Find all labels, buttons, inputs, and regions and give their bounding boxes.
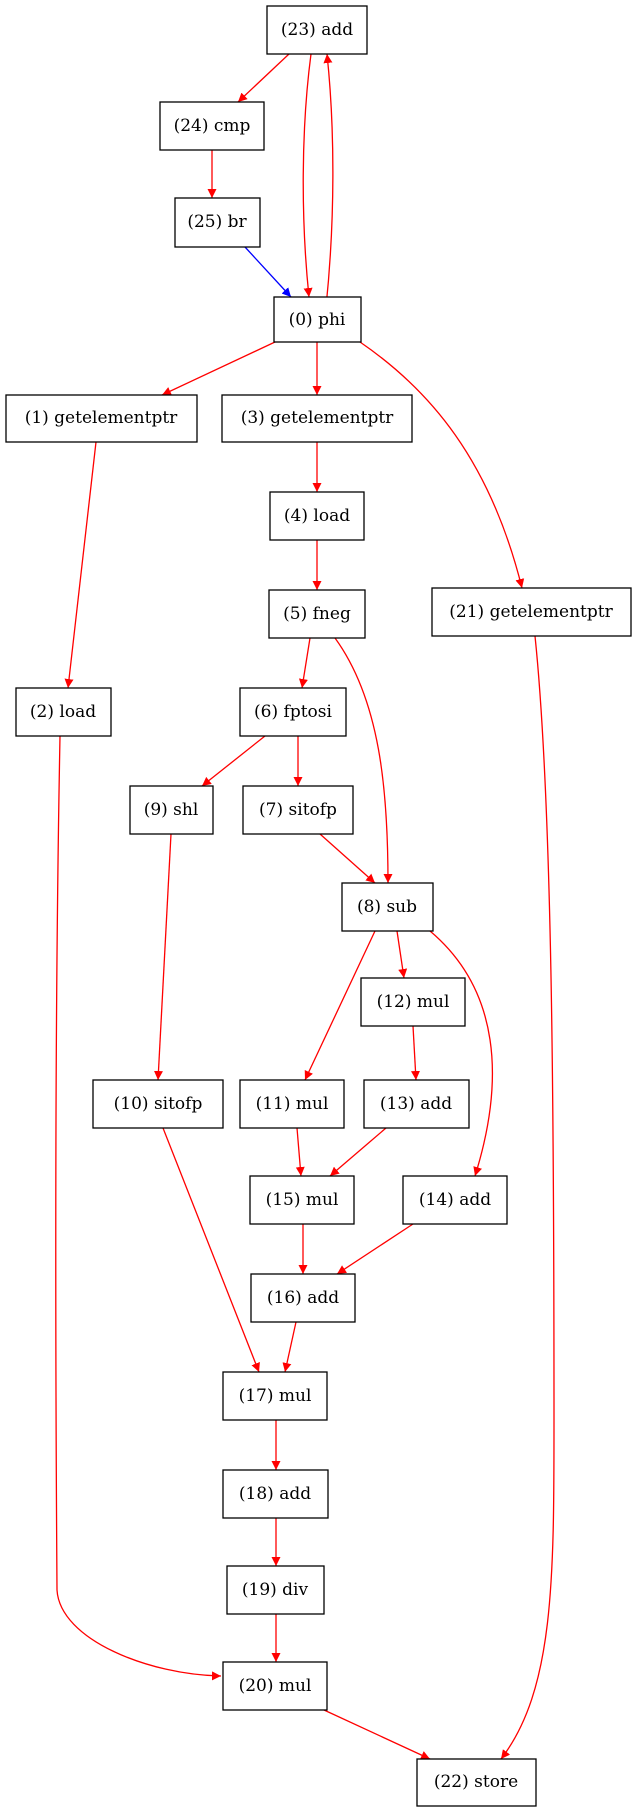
- edge-5-to-6: [298, 637, 311, 689]
- edges: [55, 53, 555, 1760]
- svg-text:(20) mul: (20) mul: [239, 1676, 312, 1696]
- node-19-div[interactable]: (19) div: [226, 1565, 325, 1615]
- edge-8-to-11: [304, 930, 376, 1081]
- edge-10-to-17: [162, 1127, 260, 1373]
- edge-21-to-22: [500, 635, 555, 1760]
- svg-text:(6) fptosi: (6) fptosi: [254, 702, 332, 722]
- edge-23-to-24: [237, 53, 290, 103]
- node-12-mul[interactable]: (12) mul: [360, 977, 466, 1027]
- node-1-getelementptr[interactable]: (1) getelementptr: [5, 394, 198, 443]
- svg-text:(24) cmp: (24) cmp: [174, 116, 251, 136]
- svg-text:(4) load: (4) load: [284, 506, 350, 526]
- svg-text:(19) div: (19) div: [242, 1580, 309, 1600]
- svg-text:(13) add: (13) add: [380, 1094, 452, 1114]
- edge-9-to-10: [153, 833, 172, 1081]
- svg-text:(9) shl: (9) shl: [144, 800, 199, 820]
- edge-12-to-13: [411, 1025, 420, 1081]
- svg-text:(25) br: (25) br: [187, 212, 247, 232]
- svg-text:(3) getelementptr: (3) getelementptr: [241, 408, 394, 428]
- svg-text:(10) sitofp: (10) sitofp: [114, 1094, 203, 1114]
- edge-5-to-8: [334, 637, 393, 884]
- edge-23-to-0: [302, 53, 313, 298]
- node-21-getelementptr[interactable]: (21) getelementptr: [431, 587, 632, 637]
- node-8-sub[interactable]: (8) sub: [341, 882, 434, 932]
- edge-8-to-14: [429, 930, 494, 1177]
- node-10-sitofp[interactable]: (10) sitofp: [92, 1079, 224, 1129]
- svg-text:(11) mul: (11) mul: [256, 1094, 329, 1114]
- svg-text:(21) getelementptr: (21) getelementptr: [449, 602, 613, 622]
- svg-text:(0) phi: (0) phi: [289, 310, 346, 330]
- edge-2-to-20: [55, 735, 222, 1681]
- svg-text:(2) load: (2) load: [30, 702, 96, 722]
- node-25-br[interactable]: (25) br: [174, 197, 261, 248]
- nodes: (23) add (24) cmp (25) br (0) phi (1) ge…: [5, 5, 632, 1807]
- svg-text:(17) mul: (17) mul: [239, 1386, 312, 1406]
- edge-14-to-16: [336, 1223, 414, 1275]
- node-6-fptosi[interactable]: (6) fptosi: [239, 687, 347, 737]
- node-23-add[interactable]: (23) add: [266, 5, 368, 55]
- svg-text:(12) mul: (12) mul: [377, 992, 450, 1012]
- svg-text:(18) add: (18) add: [239, 1484, 311, 1504]
- edge-0-to-1: [161, 341, 276, 396]
- node-0-phi[interactable]: (0) phi: [273, 296, 362, 343]
- edge-0-to-23: [323, 53, 334, 308]
- svg-text:(16) add: (16) add: [267, 1288, 339, 1308]
- svg-text:(7) sitofp: (7) sitofp: [259, 800, 337, 820]
- node-18-add[interactable]: (18) add: [222, 1469, 329, 1519]
- svg-text:(23) add: (23) add: [281, 20, 353, 40]
- node-3-getelementptr[interactable]: (3) getelementptr: [221, 394, 413, 443]
- svg-text:(8) sub: (8) sub: [357, 897, 417, 917]
- edge-13-to-15: [329, 1127, 387, 1177]
- node-9-shl[interactable]: (9) shl: [129, 785, 214, 835]
- node-20-mul[interactable]: (20) mul: [222, 1661, 328, 1711]
- node-4-load[interactable]: (4) load: [269, 491, 365, 541]
- node-14-add[interactable]: (14) add: [402, 1175, 508, 1225]
- svg-text:(14) add: (14) add: [419, 1190, 491, 1210]
- edge-16-to-17: [282, 1321, 297, 1373]
- node-5-fneg[interactable]: (5) fneg: [268, 589, 366, 639]
- edge-1-to-2: [64, 441, 97, 689]
- edge-8-to-12: [396, 930, 408, 979]
- edge-7-to-8: [319, 833, 376, 884]
- edge-11-to-15: [295, 1127, 305, 1177]
- node-15-mul[interactable]: (15) mul: [249, 1175, 355, 1225]
- svg-text:(5) fneg: (5) fneg: [283, 604, 351, 624]
- edge-0-to-21: [359, 341, 525, 589]
- node-17-mul[interactable]: (17) mul: [222, 1371, 328, 1421]
- svg-text:(1) getelementptr: (1) getelementptr: [25, 408, 178, 428]
- svg-text:(22) store: (22) store: [434, 1772, 518, 1792]
- node-24-cmp[interactable]: (24) cmp: [159, 101, 265, 151]
- svg-text:(15) mul: (15) mul: [266, 1190, 339, 1210]
- edge-20-to-22: [323, 1709, 431, 1760]
- node-16-add[interactable]: (16) add: [250, 1273, 356, 1323]
- node-2-load[interactable]: (2) load: [15, 687, 112, 737]
- node-22-store[interactable]: (22) store: [416, 1758, 537, 1807]
- node-7-sitofp[interactable]: (7) sitofp: [242, 785, 354, 835]
- edge-6-to-9: [201, 735, 266, 787]
- node-13-add[interactable]: (13) add: [363, 1079, 470, 1129]
- edge-25-to-0: [244, 246, 292, 298]
- node-11-mul[interactable]: (11) mul: [239, 1079, 345, 1129]
